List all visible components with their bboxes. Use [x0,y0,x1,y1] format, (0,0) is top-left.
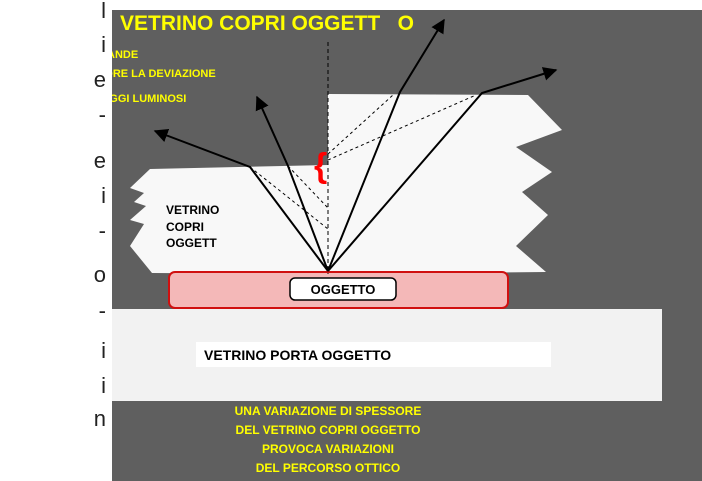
legend-line-2: MAGGIORE LA DEVIAZIONE [112,68,216,80]
diagram-slide: VETRINO COPRI OGGETT O { = PIU' GRANDE M… [112,10,702,481]
left-fragment: i [101,183,106,208]
left-fragment: e [93,67,106,92]
caption-line-3: PROVOCA VARIAZIONI [262,442,394,456]
left-fragment: i [101,32,106,57]
ray-1 [153,128,329,272]
thickness-brace: { [314,147,327,185]
left-fragment: l [101,0,106,23]
cover-glass-right-shard [328,94,562,274]
legend-line-1: = PIU' GRANDE [112,49,138,61]
caption-line-1: UNA VARIAZIONE DI SPESSORE [235,404,422,418]
left-fragment: i [101,373,106,398]
cover-glass-label-line-1: VETRINO [166,203,219,217]
left-fragment: - [98,102,106,127]
left-fragment: o [93,262,106,287]
left-text-fragments: l i e - e i - o - i i n [0,0,112,481]
left-fragment: i [101,338,106,363]
light-rays [153,18,558,272]
ray-2 [255,95,329,272]
cover-glass-label-line-3: OGGETT [166,236,217,250]
object-label: OGGETTO [311,282,376,297]
diagram-canvas: VETRINO COPRI OGGETT O { = PIU' GRANDE M… [112,10,702,481]
base-slide-label: VETRINO PORTA OGGETTO [204,347,391,363]
caption-line-2: DEL VETRINO COPRI OGGETTO [236,423,421,437]
legend-line-3: DEI RAGGI LUMINOSI [112,93,186,105]
left-fragment: n [93,406,106,431]
ray-3 [327,18,445,272]
left-fragment: e [93,148,106,173]
left-fragment: - [98,218,106,243]
ray-4 [327,67,558,272]
object-label-box [289,277,397,301]
caption-line-4: DEL PERCORSO OTTICO [256,461,400,475]
base-slide-label-box [196,342,551,367]
cover-glass-left-shard [130,165,328,274]
left-fragment: - [98,298,106,323]
diagram-title: VETRINO COPRI OGGETT O [120,12,414,35]
cover-glass-label-line-2: COPRI [166,220,204,234]
dashed-reference-rays [249,94,477,230]
